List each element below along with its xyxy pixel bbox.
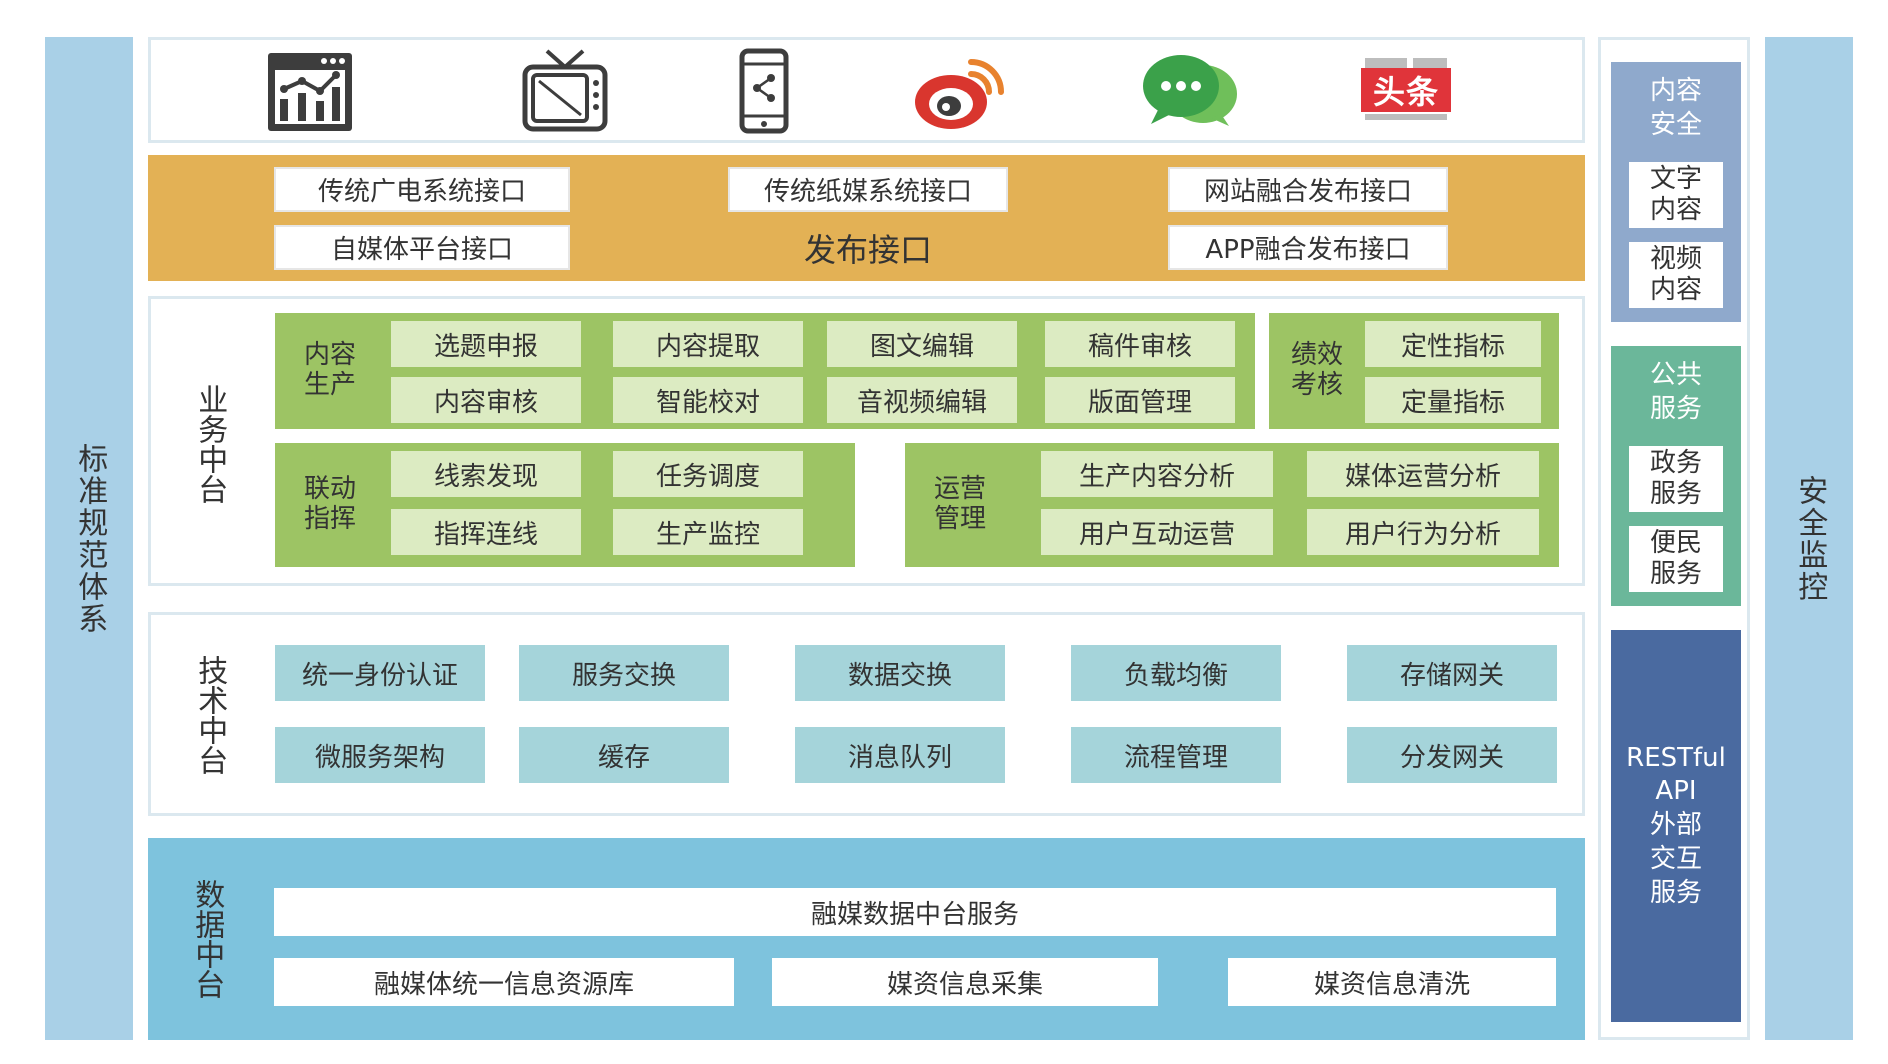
data-item-cleansing: 媒资信息清洗 (1228, 958, 1556, 1006)
performance-label: 绩效 考核 (1290, 340, 1343, 400)
restful-api-group: RESTful API 外部 交互 服务 (1611, 630, 1741, 1022)
data-platform-label: 数据中台 (189, 879, 225, 999)
content-production-group: 内容 生产 选题申报 内容提取 图文编辑 稿件审核 内容审核 智能校对 音视频编… (275, 313, 1255, 429)
mobile-share-icon (739, 48, 789, 134)
public-service-government: 政务服务 (1629, 446, 1723, 512)
performance-group: 绩效 考核 定性指标 定量指标 (1269, 313, 1559, 429)
security-monitoring-bar: 安全监控 (1765, 37, 1853, 1040)
television-icon (521, 47, 609, 135)
side-column-panel: 内容安全 文字内容 视频内容 公共服务 政务服务 便民服务 RESTful AP… (1598, 37, 1750, 1040)
wechat-icon (1141, 52, 1241, 130)
tech-item: 分发网关 (1347, 727, 1557, 783)
biz-item: 选题申报 (391, 321, 581, 367)
publish-interface-print: 传统纸媒系统接口 (728, 167, 1008, 212)
content-production-label: 内容 生产 (303, 340, 356, 400)
tech-item: 存储网关 (1347, 645, 1557, 701)
weibo-icon (913, 52, 1008, 132)
content-security-title: 内容安全 (1649, 76, 1702, 140)
biz-item: 图文编辑 (827, 321, 1017, 367)
tech-item: 数据交换 (795, 645, 1005, 701)
linkage-command-label: 联动 指挥 (303, 474, 356, 534)
business-platform-panel: 业务中台 内容 生产 选题申报 内容提取 图文编辑 稿件审核 内容审核 智能校对… (148, 296, 1585, 586)
biz-item: 内容提取 (613, 321, 803, 367)
standards-system-bar: 标准规范体系 (45, 37, 133, 1040)
biz-item: 智能校对 (613, 377, 803, 423)
publish-interface-self-media: 自媒体平台接口 (274, 225, 570, 270)
biz-item: 内容审核 (391, 377, 581, 423)
linkage-command-group: 联动 指挥 线索发现 任务调度 指挥连线 生产监控 (275, 443, 855, 567)
tech-item: 统一身份认证 (275, 645, 485, 701)
data-item-resource-library: 融媒体统一信息资源库 (274, 958, 734, 1006)
business-platform-label: 业务中台 (192, 384, 228, 504)
public-service-title: 公共服务 (1649, 360, 1702, 424)
publish-interface-title: 发布接口 (803, 230, 932, 269)
website-analytics-icon (266, 51, 354, 133)
publish-interface-broadcast: 传统广电系统接口 (274, 167, 570, 212)
operations-label: 运营 管理 (933, 474, 986, 534)
technology-platform-label: 技术中台 (192, 655, 228, 775)
biz-item: 定量指标 (1365, 377, 1541, 423)
publish-interface-band: 传统广电系统接口 自媒体平台接口 传统纸媒系统接口 发布接口 网站融合发布接口 … (148, 155, 1585, 281)
operations-group: 运营 管理 生产内容分析 媒体运营分析 用户互动运营 用户行为分析 (905, 443, 1559, 567)
biz-item: 线索发现 (391, 451, 581, 497)
content-security-text: 文字内容 (1629, 162, 1723, 228)
biz-item: 用户互动运营 (1041, 509, 1273, 555)
publish-interface-website: 网站融合发布接口 (1168, 167, 1448, 212)
tech-item: 负载均衡 (1071, 645, 1281, 701)
biz-item: 生产内容分析 (1041, 451, 1273, 497)
technology-platform-panel: 技术中台 统一身份认证 服务交换 数据交换 负载均衡 存储网关 微服务架构 缓存… (148, 612, 1585, 816)
biz-item: 任务调度 (613, 451, 803, 497)
toutiao-icon: 头条 (1361, 54, 1451, 124)
standards-system-label: 标准规范体系 (72, 442, 108, 635)
tech-item: 流程管理 (1071, 727, 1281, 783)
biz-item: 稿件审核 (1045, 321, 1235, 367)
data-item-collection: 媒资信息采集 (772, 958, 1158, 1006)
content-security-video: 视频内容 (1629, 242, 1723, 308)
public-service-convenience: 便民服务 (1629, 526, 1723, 592)
tech-item: 消息队列 (795, 727, 1005, 783)
data-platform-band: 数据中台 融媒数据中台服务 融媒体统一信息资源库 媒资信息采集 媒资信息清洗 (148, 838, 1585, 1040)
biz-item: 音视频编辑 (827, 377, 1017, 423)
publish-interface-app: APP融合发布接口 (1168, 225, 1448, 270)
biz-item: 指挥连线 (391, 509, 581, 555)
biz-item: 用户行为分析 (1307, 509, 1539, 555)
data-platform-service: 融媒数据中台服务 (274, 888, 1556, 936)
tech-item: 微服务架构 (275, 727, 485, 783)
channel-icons-panel: 头条 (148, 37, 1585, 143)
toutiao-text: 头条 (1372, 73, 1439, 111)
biz-item: 定性指标 (1365, 321, 1541, 367)
biz-item: 生产监控 (613, 509, 803, 555)
security-monitoring-label: 安全监控 (1792, 474, 1828, 603)
tech-item: 服务交换 (519, 645, 729, 701)
tech-item: 缓存 (519, 727, 729, 783)
biz-item: 版面管理 (1045, 377, 1235, 423)
content-security-group: 内容安全 文字内容 视频内容 (1611, 62, 1741, 322)
biz-item: 媒体运营分析 (1307, 451, 1539, 497)
public-service-group: 公共服务 政务服务 便民服务 (1611, 346, 1741, 606)
